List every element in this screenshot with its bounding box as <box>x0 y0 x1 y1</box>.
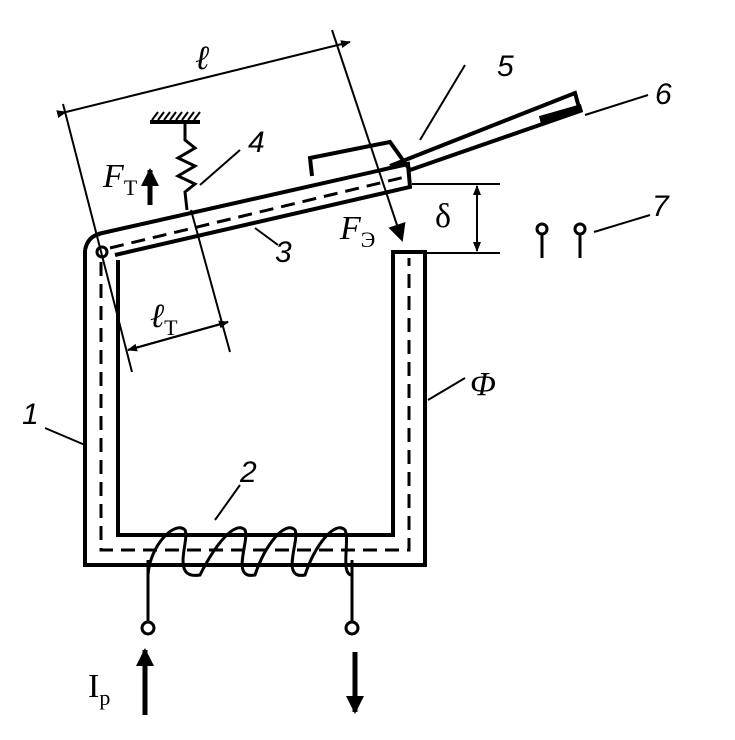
label-6: 6 <box>655 78 672 111</box>
core-left-top <box>83 232 101 251</box>
label-4: 4 <box>248 126 265 159</box>
label-2: 2 <box>240 456 257 489</box>
armature-flux <box>109 175 406 250</box>
label-flux: Φ <box>470 366 496 403</box>
ext-line-right <box>331 29 406 242</box>
spring-hatch <box>151 111 201 121</box>
label-em-force: FЭ <box>340 210 376 252</box>
return-spring <box>174 122 199 211</box>
label-7: 7 <box>652 190 669 223</box>
contact-block <box>307 139 412 177</box>
label-1: 1 <box>22 398 39 431</box>
flux-path <box>99 258 411 552</box>
armature <box>97 161 413 257</box>
contact-spring <box>389 90 583 172</box>
ext-line-left <box>62 103 133 373</box>
label-length: ℓ <box>195 40 210 77</box>
label-air-gap: δ <box>435 198 452 235</box>
ext-line-spring <box>190 209 231 353</box>
coil <box>146 526 353 577</box>
label-spring-force: FT <box>103 158 138 200</box>
dim-length <box>56 40 351 119</box>
label-3: 3 <box>275 236 292 269</box>
contact-tip <box>538 104 584 124</box>
label-spring-arm: ℓT <box>150 298 178 340</box>
label-current: Ip <box>88 668 111 710</box>
label-5: 5 <box>497 50 514 83</box>
core <box>83 250 427 567</box>
